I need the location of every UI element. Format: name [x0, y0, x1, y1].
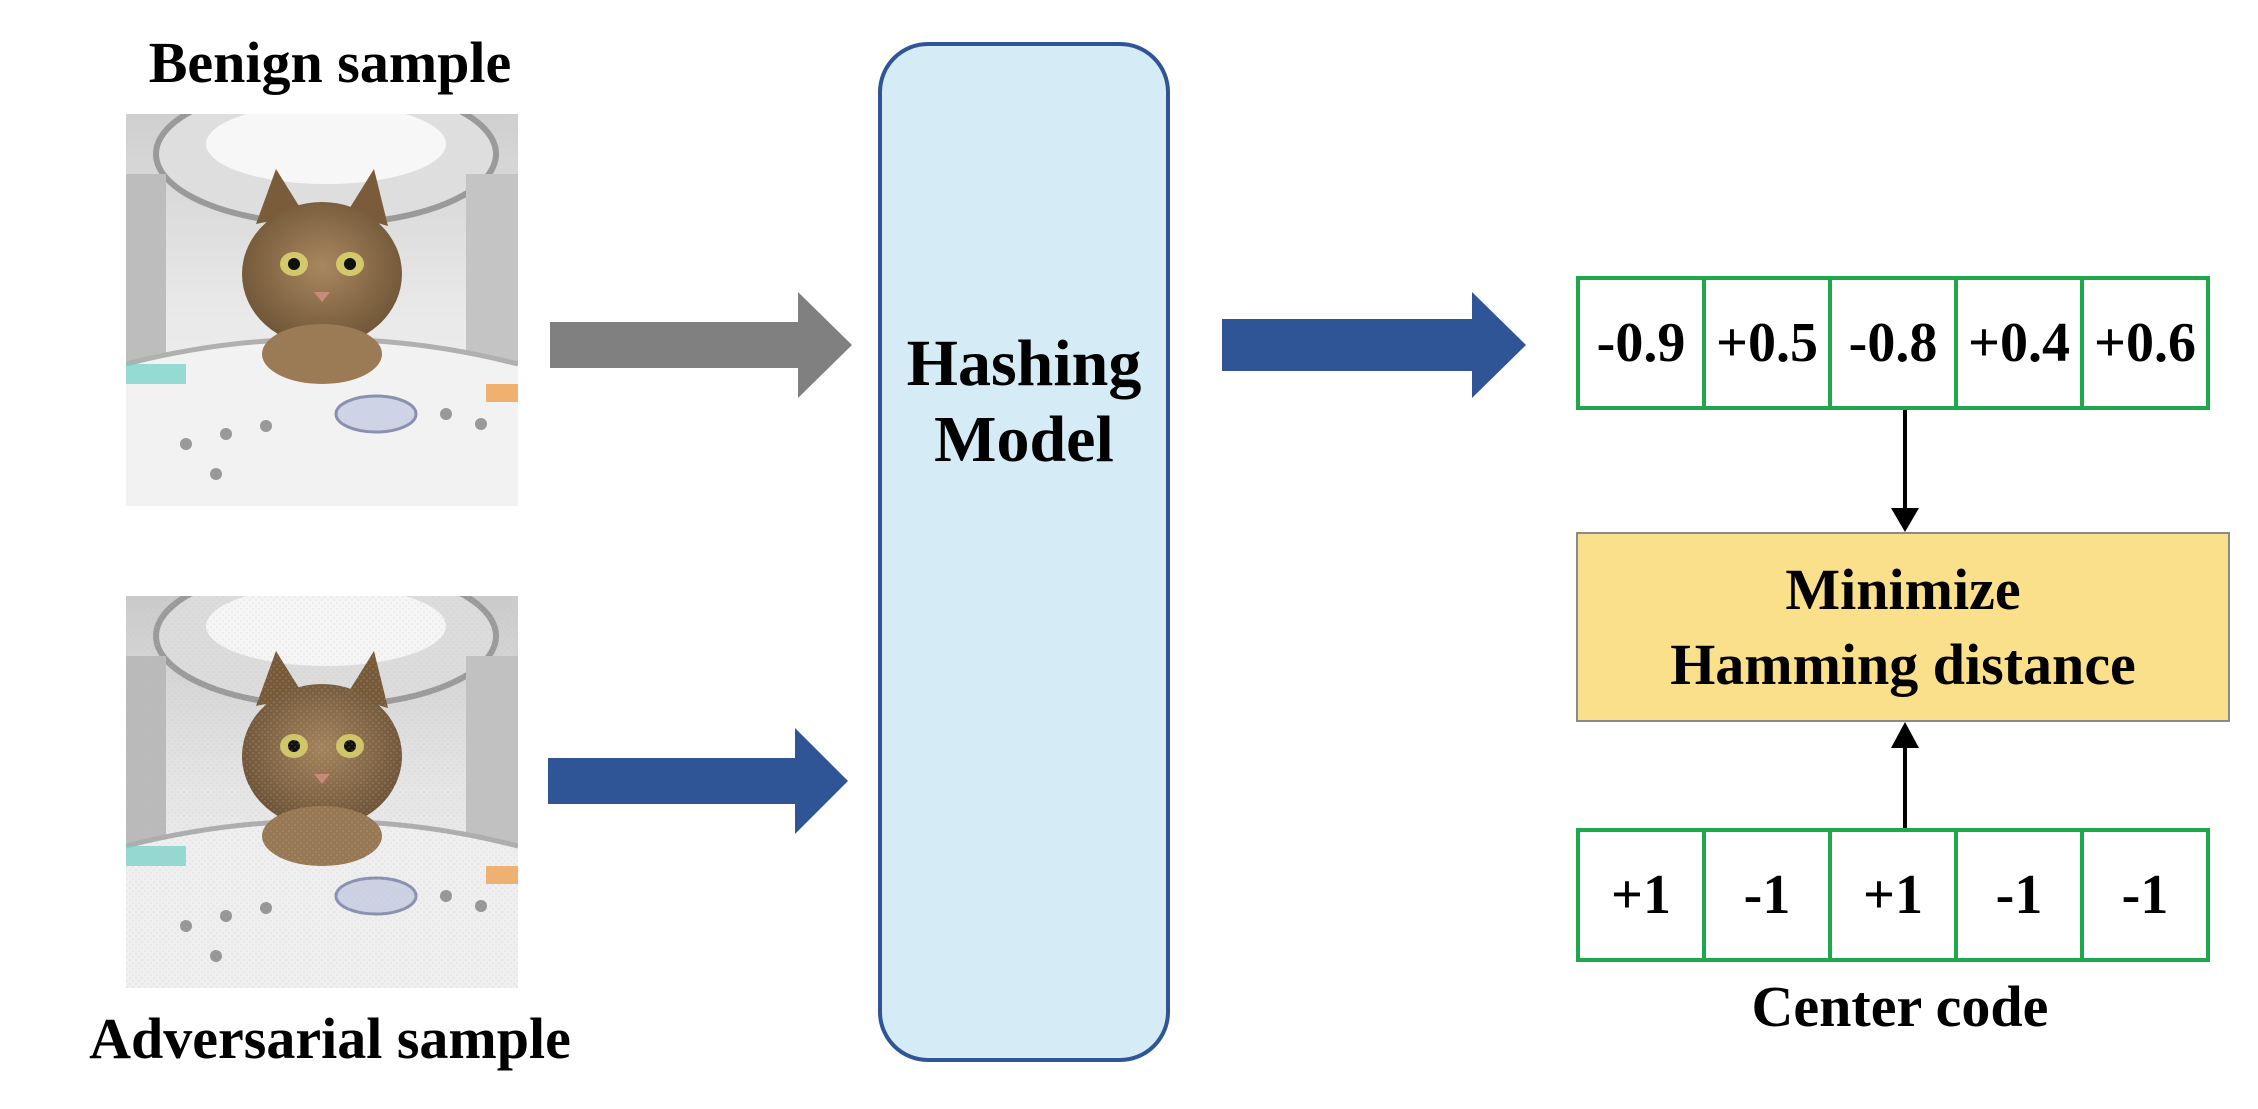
hashing-model-line1: Hashing [906, 327, 1142, 401]
adversarial-arrow [548, 728, 848, 834]
hashing-model-label: Hashing Model [907, 326, 1142, 478]
benign-sample-label: Benign sample [148, 30, 512, 95]
hashing-model-box: Hashing Model [878, 42, 1170, 1062]
center-code-cell: -1 [1702, 828, 1832, 962]
objective-box: Minimize Hamming distance [1576, 532, 2230, 722]
output-code-cell: +0.4 [1954, 276, 2084, 410]
center-code-cell: +1 [1576, 828, 1706, 962]
output-code-cell: -0.8 [1828, 276, 1958, 410]
output-hash-code: -0.9 +0.5 -0.8 +0.4 +0.6 [1576, 276, 2210, 410]
adversarial-sample-image [126, 596, 518, 988]
center-code-cell: -1 [2080, 828, 2210, 962]
output-to-objective-arrowhead [1891, 508, 1919, 532]
center-code-label: Center code [1751, 974, 2049, 1039]
center-code: +1 -1 +1 -1 -1 [1576, 828, 2210, 962]
objective-line1: Minimize [1785, 556, 2021, 622]
adversarial-sample-label: Adversarial sample [89, 1006, 571, 1071]
output-code-cell: +0.6 [2080, 276, 2210, 410]
output-arrow [1222, 292, 1526, 398]
benign-arrow [550, 292, 852, 398]
hashing-model-line2: Model [934, 403, 1114, 476]
benign-sample-image [126, 114, 518, 506]
center-code-cell: -1 [1954, 828, 2084, 962]
output-code-cell: +0.5 [1702, 276, 1832, 410]
center-code-cell: +1 [1828, 828, 1958, 962]
center-to-objective-arrowhead [1891, 722, 1919, 748]
output-code-cell: -0.9 [1576, 276, 1706, 410]
objective-line2: Hamming distance [1670, 632, 2136, 697]
